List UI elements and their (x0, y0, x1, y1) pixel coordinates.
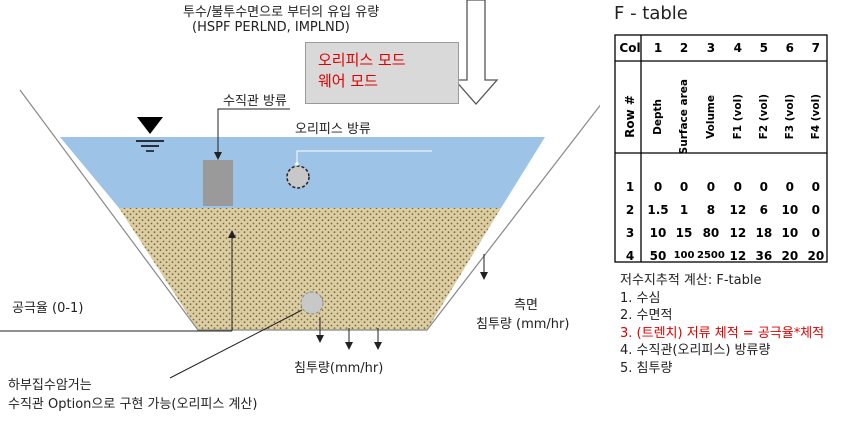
ftable-cell: 12 (729, 225, 747, 240)
calc-list-item-highlight: 3. (트렌치) 저류 체적 = 공극율*체적 (620, 325, 825, 341)
underdrain-leader (169, 309, 303, 379)
ftable-col-number: 1 (653, 41, 663, 55)
ftable-header: Surface area (678, 78, 690, 155)
ftable-cell: 20 (807, 248, 825, 263)
ftable-cell: 0 (811, 225, 821, 240)
calc-list: 저수지추적 계산: F-table 1. 수심 2. 수면적 3. (트렌치) … (620, 272, 824, 377)
ftable-cell: 2500 (697, 250, 725, 261)
filter-media (119, 208, 501, 330)
bottom-infiltration-label: 침투량(mm/hr) (294, 361, 384, 376)
riser-pipe (203, 160, 233, 206)
ftable-cell: 1.5 (647, 202, 669, 217)
ftable-col-number: 5 (759, 41, 769, 55)
orifice-outflow-leader (296, 150, 432, 163)
basin-outline (19, 89, 600, 331)
ftable-cell: 0 (759, 179, 769, 194)
orifice-outflow-label: 오리피스 방류 (295, 122, 371, 137)
ftable-col-number-row: Col 1 2 3 4 5 6 7 (615, 35, 829, 61)
ftable-cell: 0 (706, 179, 716, 194)
side-infiltration-label-line1: 측면 (514, 298, 538, 313)
ftable-header: Depth (652, 98, 664, 135)
ftable-header: F3 (vol) (783, 93, 796, 140)
ftable-col-number: 7 (811, 41, 821, 55)
ftable-cell: 10 (781, 225, 799, 240)
ftable-header: Volume (704, 94, 717, 139)
ftable-cell: 100 (673, 250, 695, 261)
calc-list-title: 저수지추적 계산: F-table (620, 273, 762, 288)
ftable-row-number: 4 (625, 248, 635, 263)
underdrain-label-line1: 하부집수암거는 (8, 378, 92, 393)
ftable-cell: 15 (675, 225, 693, 240)
porosity-label: 공극율 (0-1) (12, 301, 84, 316)
ftable-col-label: Col (619, 41, 641, 55)
underdrain-label-line2: 수직관 Option으로 구현 가능(오리피스 계산) (8, 397, 258, 412)
calc-list-item: 2. 수면적 (620, 308, 673, 323)
ftable-row: 4 50 100 2500 12 36 20 20 (615, 244, 829, 267)
side-infiltration-label-line2: 침투량 (mm/hr) (476, 317, 570, 332)
ftable-row-number: 3 (625, 225, 635, 240)
ftable-header: F2 (vol) (757, 93, 770, 140)
ftable-cell: 0 (733, 179, 743, 194)
ftable-cell: 18 (755, 225, 773, 240)
ftable-col-number: 2 (679, 41, 689, 55)
riser-outflow-leader (214, 108, 290, 160)
ftable-cell: 10 (649, 225, 667, 240)
mode-box: 오리피스 모드 웨어 모드 (305, 42, 459, 104)
ftable-row-number: 1 (625, 179, 635, 194)
weir-mode-label: 웨어 모드 (318, 72, 378, 90)
bioretention-diagram (0, 0, 600, 379)
water-level-symbol (137, 117, 163, 134)
orifice-mode-label: 오리피스 모드 (318, 51, 406, 69)
inflow-label-line2: (HSPF PERLND, IMPLND) (192, 20, 350, 35)
ftable-cell: 12 (729, 248, 747, 263)
ftable-row: 3 10 15 80 12 18 10 0 (615, 221, 829, 244)
ftable: Col 1 2 3 4 5 6 7 Row # Depth Surface ar… (615, 35, 829, 267)
ftable-col-number: 3 (706, 41, 716, 55)
ftable-cell: 20 (781, 248, 799, 263)
ftable-cell: 0 (811, 202, 821, 217)
riser-outflow-label: 수직관 방류 (223, 94, 287, 109)
ftable-cell: 1 (679, 202, 689, 217)
ftable-row-number: 2 (625, 202, 635, 217)
ftable-cell: 8 (706, 202, 716, 217)
ftable-cell: 0 (679, 179, 689, 194)
ftable-cell: 0 (785, 179, 795, 194)
ftable-cell: 0 (811, 179, 821, 194)
ftable-header-row: Row # Depth Surface area Volume F1 (vol)… (615, 61, 829, 175)
ftable-cell: 10 (781, 202, 799, 217)
ftable-cell: 0 (653, 179, 663, 194)
inflow-label-line1: 투수/불투수면으로 부터의 유입 유량 (183, 5, 380, 20)
calc-list-item: 4. 수직관(오리피스) 방류량 (620, 343, 771, 358)
ftable-row-label: Row # (623, 95, 637, 138)
inflow-arrow (453, 0, 499, 105)
ftable-cell: 80 (702, 225, 720, 240)
ftable-title: F - table (614, 3, 688, 24)
ftable-row: 1 0 0 0 0 0 0 0 (615, 175, 829, 198)
ftable-header: F1 (vol) (731, 93, 744, 140)
ftable-cell: 6 (759, 202, 769, 217)
ftable-cell: 36 (755, 248, 773, 263)
ftable-row: 2 1.5 1 8 12 6 10 0 (615, 198, 829, 221)
ftable-col-number: 4 (733, 41, 743, 55)
ftable-header: F4 (vol) (809, 93, 822, 140)
ftable-cell: 50 (649, 248, 667, 263)
ftable-cell: 12 (729, 202, 747, 217)
calc-list-item: 5. 침투량 (620, 360, 673, 376)
orifice (286, 165, 310, 189)
ftable-col-number: 6 (785, 41, 795, 55)
calc-list-item: 1. 수심 (620, 290, 661, 306)
underdrain-orifice (300, 291, 324, 315)
